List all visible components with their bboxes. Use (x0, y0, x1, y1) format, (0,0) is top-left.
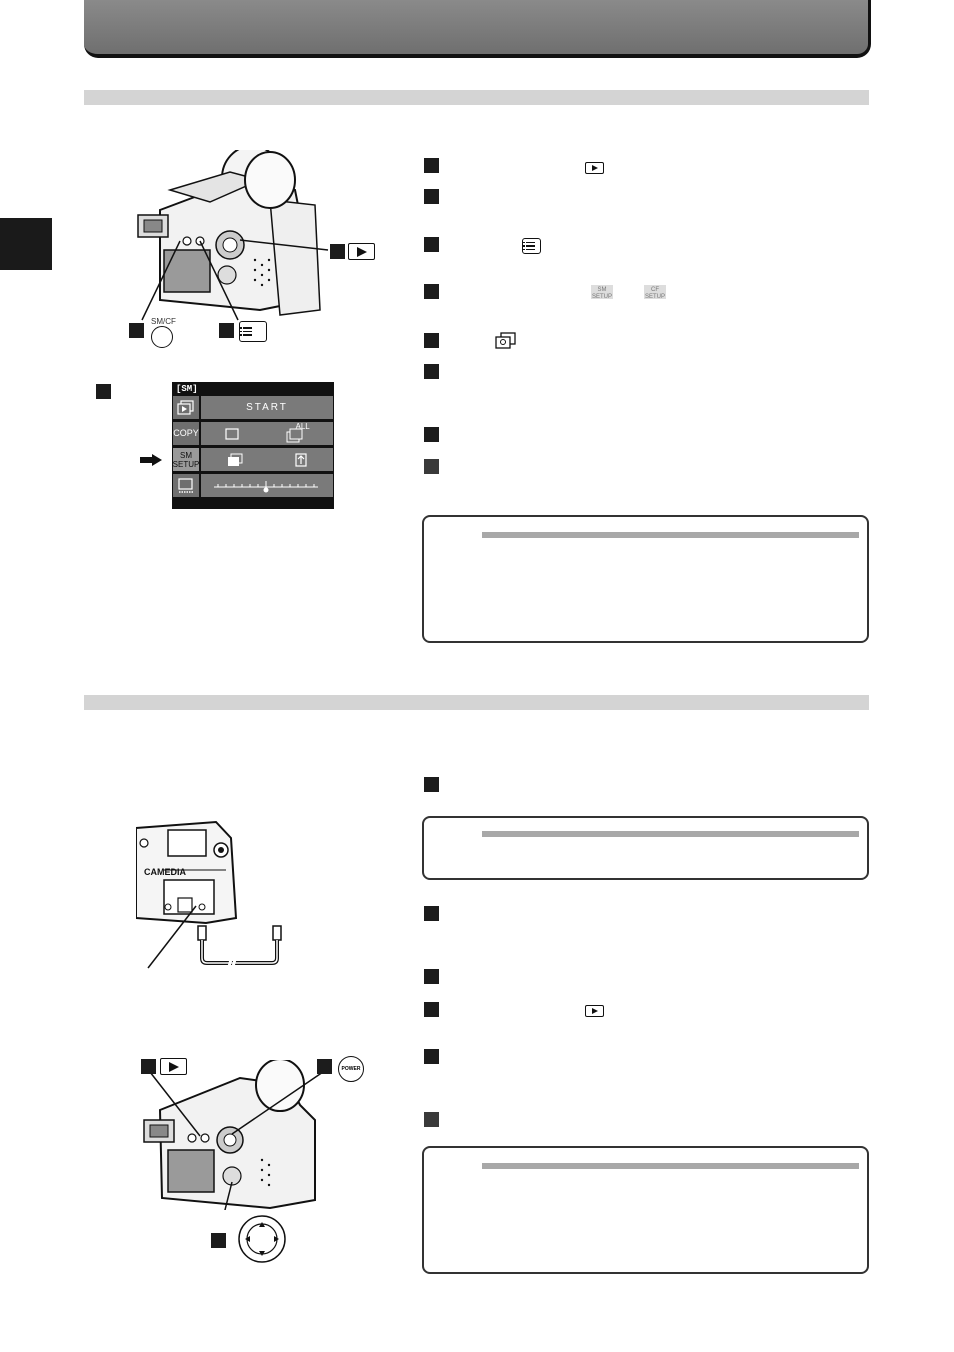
section-band-bottom (84, 695, 869, 710)
sm-screen-title: [SM] (176, 384, 198, 394)
step-marker (424, 333, 439, 348)
camera-illustration-top (137, 150, 329, 321)
sm-menu-row-copy: COPY ALL (172, 421, 334, 446)
step-marker (424, 364, 439, 379)
setup-options (201, 448, 333, 471)
play-mode-icon (173, 396, 199, 419)
step-marker (424, 427, 439, 442)
copy-all-icon: ALL (286, 421, 310, 444)
sm-setup-option: SM SETUP (173, 448, 199, 471)
section-band-top (84, 90, 869, 105)
callout-step-marker (129, 323, 144, 338)
callout-step-marker (330, 244, 345, 259)
chapter-side-tab (0, 218, 52, 270)
step-marker (424, 459, 439, 474)
step-marker (424, 158, 439, 173)
chapter-header-bar (84, 0, 871, 58)
note-box-middle (422, 816, 869, 880)
note-box-bottom (422, 1146, 869, 1274)
svg-text:CAMEDIA: CAMEDIA (144, 867, 186, 877)
note-box-top (422, 515, 869, 643)
callout-step-marker (211, 1233, 226, 1248)
svg-text:SETUP: SETUP (645, 294, 665, 300)
step-marker (424, 284, 439, 299)
sm-cf-button-icon (151, 326, 173, 348)
menu-button-icon (239, 321, 267, 342)
note-rule (482, 532, 859, 538)
power-button-icon: POWER (338, 1056, 364, 1082)
step-marker (424, 237, 439, 252)
play-button-icon (585, 162, 604, 174)
play-button-icon (160, 1058, 187, 1075)
arrow-right-icon (140, 454, 162, 466)
step-marker (424, 1002, 439, 1017)
step-marker (424, 777, 439, 792)
brightness-slider-icon (201, 474, 333, 497)
step-marker (424, 1049, 439, 1064)
sm-menu-row-setup: SM SETUP (172, 447, 334, 472)
arrow-pad-icon (238, 1215, 286, 1263)
monitor-brightness-icon (173, 474, 199, 497)
sm-cf-label: SM/CF (151, 317, 176, 326)
callout-step-marker (219, 323, 234, 338)
note-rule (482, 831, 859, 837)
step-marker (424, 906, 439, 921)
play-button-icon (348, 243, 375, 260)
menu-button-icon (522, 238, 541, 254)
svg-text:SM: SM (598, 287, 607, 293)
callout-step-marker (141, 1059, 156, 1074)
svg-text:SETUP: SETUP (592, 294, 612, 300)
card-setup-icon (495, 332, 516, 349)
card-setup-icon (228, 453, 243, 466)
callout-step-marker (96, 384, 111, 399)
step-marker (424, 189, 439, 204)
note-rule (482, 1163, 859, 1169)
svg-text:CF: CF (651, 287, 659, 293)
sm-menu-row-start: START (172, 395, 334, 420)
copy-frame-icon (224, 427, 239, 440)
play-button-icon (585, 1005, 604, 1017)
copy-label: COPY (173, 422, 199, 445)
av-cable-illustration: CAMEDIA (136, 820, 282, 971)
callout-step-marker (317, 1059, 332, 1074)
start-option: START (201, 396, 333, 419)
step-marker (424, 969, 439, 984)
step-marker (424, 1112, 439, 1127)
copy-options: ALL (201, 422, 333, 445)
sm-menu-row-brightness (172, 473, 334, 498)
camera-illustration-bottom (143, 1060, 324, 1210)
all-label: ALL (295, 421, 310, 431)
format-icon (295, 452, 307, 467)
